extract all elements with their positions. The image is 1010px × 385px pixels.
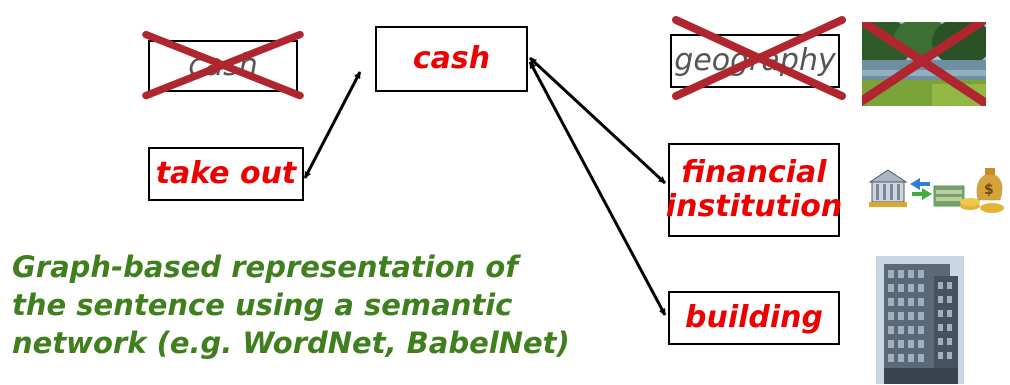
caption-line: the sentence using a semantic	[12, 288, 513, 322]
caption-line: Graph-based representation of	[12, 250, 518, 284]
node-financial-institution: financial institution	[665, 143, 843, 237]
edge-cash-takeout	[303, 71, 362, 179]
cross-mark-icon	[142, 30, 304, 100]
caption-line: network (e.g. WordNet, BabelNet)	[12, 326, 570, 360]
node-label: cash	[412, 40, 491, 76]
node-label-line-1: financial	[681, 154, 827, 190]
lake-landscape-image	[862, 22, 986, 106]
node-label: take out	[155, 155, 297, 191]
edge-cash-building	[528, 61, 667, 316]
cross-mark-icon	[862, 22, 986, 106]
node-cash: cash	[375, 26, 528, 92]
office-building-image	[876, 256, 964, 384]
node-label-line-2: institution	[665, 189, 843, 224]
node-cash-crossed: cash	[142, 30, 304, 100]
node-take-out: take out	[148, 147, 304, 201]
bank-money-image: $	[866, 160, 1006, 220]
node-building: building	[668, 291, 840, 345]
diagram-caption: Graph-based representation of the senten…	[12, 248, 572, 362]
svg-text:$: $	[984, 182, 994, 198]
node-label: building	[685, 299, 823, 335]
